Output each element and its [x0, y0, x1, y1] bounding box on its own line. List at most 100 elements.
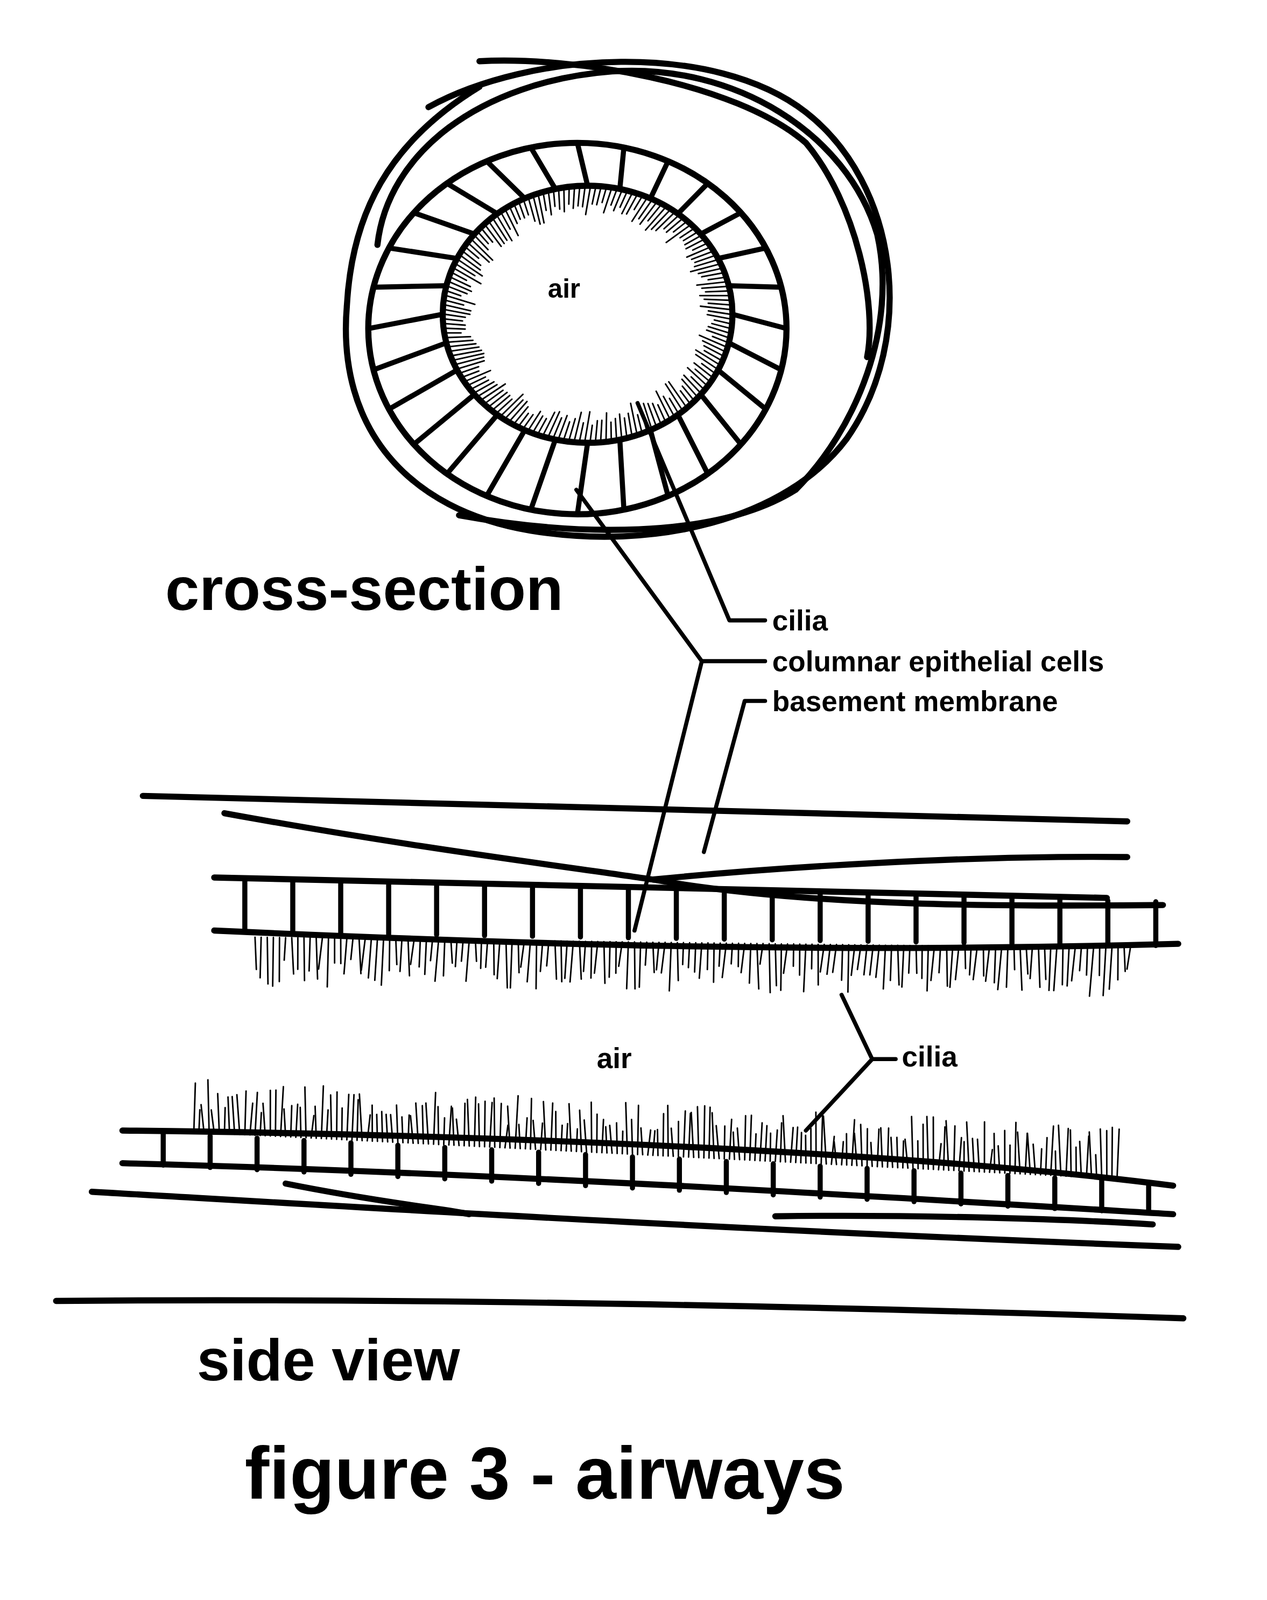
- leader-line: [637, 403, 766, 621]
- cilium: [410, 939, 415, 965]
- cilium: [723, 1125, 726, 1159]
- cell-wall: [677, 183, 708, 214]
- cilium: [376, 1114, 378, 1142]
- cilium: [193, 1082, 196, 1132]
- cilium: [938, 1143, 942, 1170]
- cilium: [543, 412, 555, 435]
- cilium: [550, 1102, 553, 1150]
- outer-tissue: [346, 61, 890, 537]
- cell-wall: [629, 1156, 635, 1188]
- cilium: [582, 187, 586, 207]
- cilium: [810, 1128, 812, 1164]
- cell-wall: [577, 142, 588, 186]
- wall-line: [142, 795, 1128, 821]
- cell-wall: [718, 369, 766, 410]
- cilium: [305, 1086, 307, 1138]
- cilium: [911, 1116, 914, 1168]
- cilium: [249, 1102, 253, 1135]
- cilium: [863, 944, 868, 975]
- cilium: [699, 294, 729, 297]
- cilium: [603, 941, 605, 983]
- cilium: [590, 1101, 593, 1152]
- cilium: [448, 340, 474, 342]
- cilium: [519, 202, 525, 218]
- cilium: [860, 1124, 862, 1166]
- cilium: [1049, 947, 1051, 991]
- cilium: [820, 944, 825, 972]
- cilium: [510, 940, 512, 988]
- cilium: [451, 277, 471, 287]
- cilium: [340, 938, 342, 964]
- cell-wall: [673, 890, 679, 939]
- cell-wall: [207, 1135, 213, 1168]
- cilium: [890, 1137, 893, 1168]
- cilium: [396, 1104, 398, 1143]
- cilium: [402, 1116, 404, 1143]
- cilium: [211, 1109, 215, 1133]
- cilium: [719, 942, 721, 967]
- cilium: [633, 941, 636, 989]
- cilium: [800, 1132, 802, 1163]
- cilium: [810, 944, 813, 969]
- part-label: columnar epithelial cells: [772, 648, 1104, 677]
- cilium: [1109, 947, 1112, 989]
- cilium: [308, 937, 311, 971]
- cilium: [573, 188, 575, 209]
- cilium: [946, 945, 948, 987]
- cilium: [199, 1109, 201, 1132]
- cell-wall: [1099, 1179, 1104, 1211]
- cilium: [566, 1123, 568, 1151]
- cilium: [381, 938, 384, 985]
- cilium: [699, 942, 702, 978]
- cilium: [543, 193, 547, 211]
- cilium: [518, 940, 520, 973]
- cilium: [231, 1096, 235, 1135]
- cilium: [823, 1115, 827, 1164]
- cilium: [1050, 1125, 1054, 1176]
- cell-wall: [817, 1165, 823, 1197]
- cilium: [977, 1138, 980, 1172]
- lumen-ring: [442, 185, 733, 443]
- cilium: [352, 1094, 355, 1140]
- cell-wall: [489, 1149, 495, 1181]
- cilium: [712, 942, 715, 983]
- cilium: [504, 1124, 508, 1148]
- cilium: [303, 937, 306, 981]
- cilium: [821, 1112, 823, 1164]
- cilium: [847, 944, 849, 992]
- cilium: [1106, 1130, 1108, 1178]
- cilium: [560, 1124, 562, 1151]
- cilium: [578, 187, 580, 206]
- cilium: [677, 942, 679, 981]
- cilium: [618, 941, 623, 967]
- cilium: [972, 1138, 975, 1172]
- cell-wall: [530, 439, 555, 510]
- cilium: [1086, 947, 1088, 976]
- cilium: [274, 1089, 277, 1137]
- cilium: [474, 1096, 476, 1146]
- cilium: [207, 1079, 209, 1133]
- lumen-label: air: [547, 275, 581, 302]
- cilium: [327, 938, 329, 988]
- cilium: [1025, 1132, 1028, 1174]
- cilium: [691, 376, 703, 389]
- cilium: [701, 272, 723, 277]
- cilium: [775, 1129, 778, 1161]
- cilium: [630, 403, 637, 433]
- cilium: [514, 205, 520, 220]
- cilium: [626, 195, 637, 214]
- part-label: cilia: [772, 607, 828, 636]
- cilium: [619, 413, 622, 438]
- cilium: [780, 1122, 782, 1162]
- cilium: [857, 944, 862, 969]
- cilium: [648, 205, 661, 221]
- cilium: [433, 1092, 436, 1144]
- cilium: [1006, 946, 1009, 988]
- cilium: [916, 945, 917, 974]
- cilium: [764, 1125, 767, 1161]
- cell-wall: [620, 147, 625, 189]
- cilium: [548, 411, 560, 436]
- cell-wall: [1005, 1174, 1011, 1206]
- cilium: [314, 1106, 316, 1139]
- cilium: [698, 268, 722, 274]
